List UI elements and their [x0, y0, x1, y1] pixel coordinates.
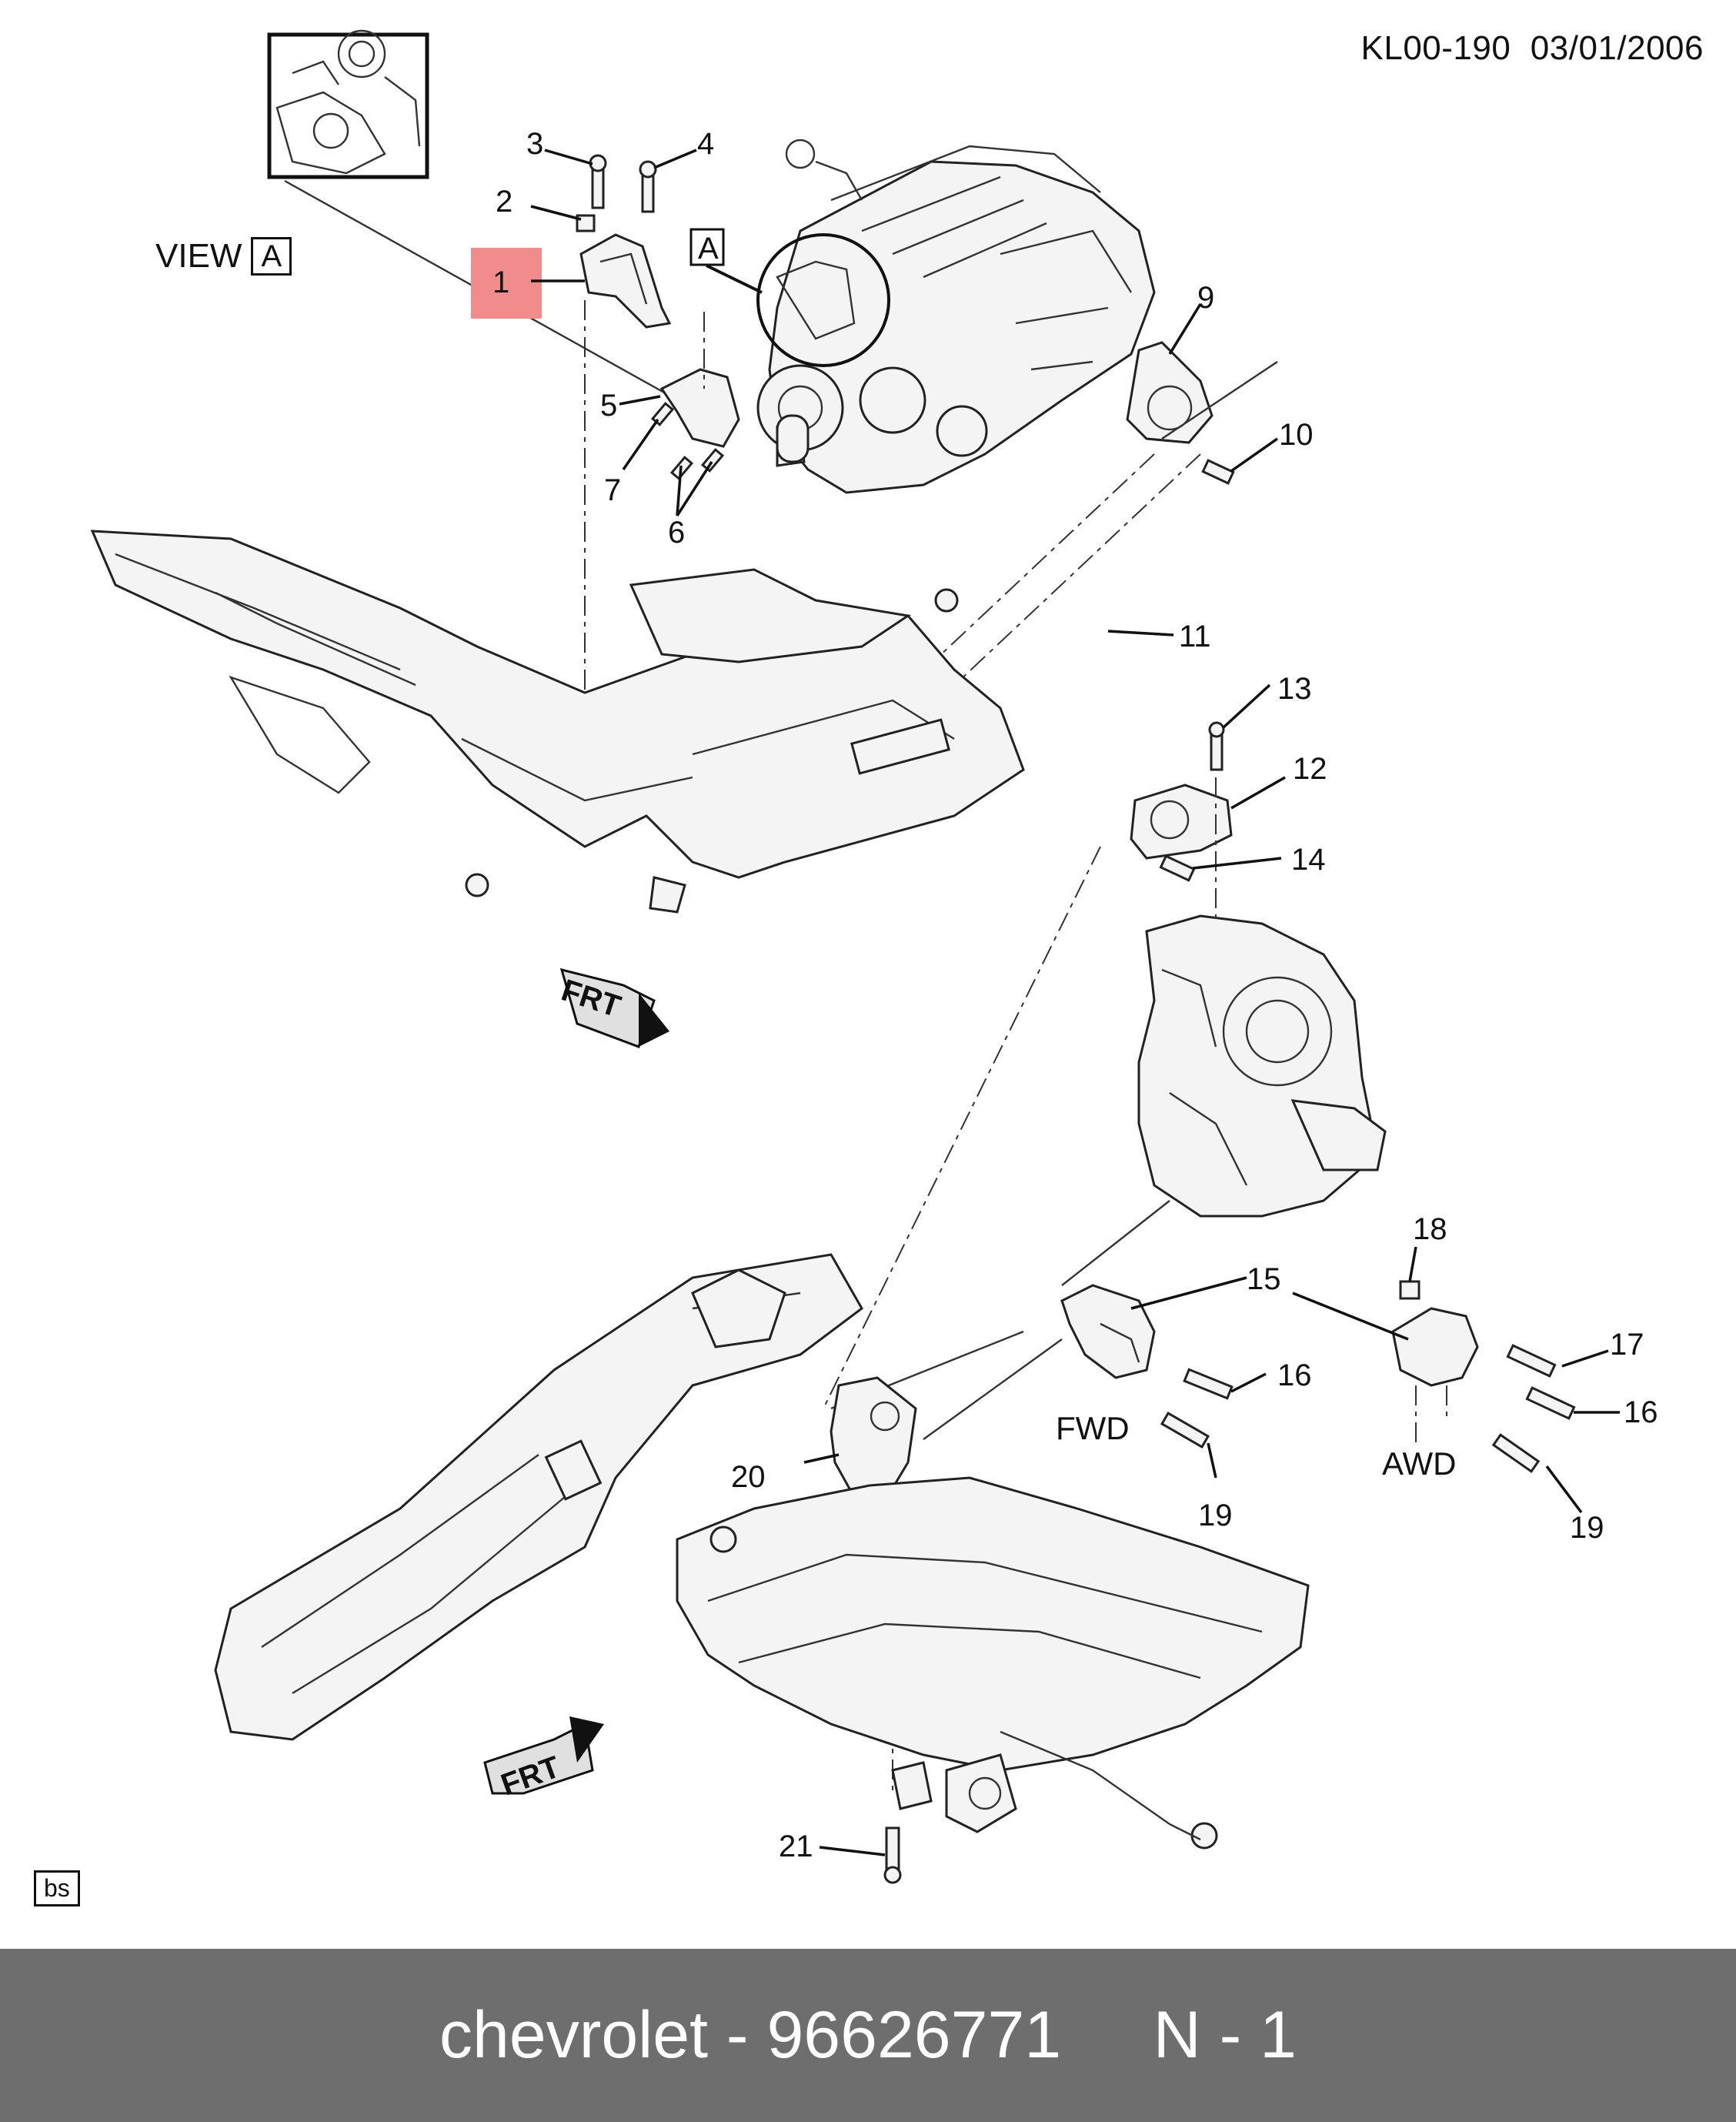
callout-14: 14	[1291, 843, 1326, 877]
variant-fwd: FWD	[1056, 1410, 1130, 1446]
nut-2	[576, 214, 596, 232]
callout-6: 6	[668, 516, 685, 550]
front-marker-top-text: FRT	[557, 973, 625, 1024]
callout-16-fwd: 16	[1277, 1358, 1312, 1392]
callout-9: 9	[1197, 281, 1214, 315]
callout-21: 21	[779, 1830, 813, 1863]
part-9-mount	[1126, 341, 1214, 444]
callout-17: 17	[1610, 1328, 1644, 1362]
variant-awd: AWD	[1382, 1445, 1457, 1482]
view-a-inset	[267, 29, 429, 179]
part-5-bracket	[659, 368, 740, 448]
view-label-ref: A	[251, 237, 292, 276]
highlight-box	[471, 248, 542, 319]
footer-part-number: 96626771	[766, 1998, 1062, 2072]
callout-4: 4	[697, 127, 714, 161]
upper-frame	[90, 530, 1025, 914]
footer-separator: -	[726, 1998, 749, 2072]
engine-assembly	[756, 139, 1156, 494]
transmission	[1137, 914, 1387, 1218]
footer-position: N - 1	[1153, 1998, 1297, 2072]
front-marker-top: FRT	[557, 967, 669, 1048]
part-15-awd-mount	[1391, 1307, 1479, 1387]
callout-1: 1	[492, 266, 509, 299]
callout-2: 2	[496, 185, 512, 219]
lower-left-frame	[214, 1253, 863, 1741]
footer-text: chevrolet - 96626771 N - 1	[439, 1997, 1297, 2074]
parts-diagram: A FRT	[90, 29, 1658, 1884]
callout-19-awd: 19	[1570, 1511, 1604, 1545]
callout-7: 7	[604, 473, 621, 507]
callout-20: 20	[731, 1460, 766, 1494]
callout-16-awd: 16	[1624, 1395, 1658, 1429]
view-a-tag: A	[689, 228, 725, 266]
footer-bar: chevrolet - 96626771 N - 1	[0, 1949, 1736, 2122]
callout-5: 5	[600, 389, 617, 423]
callout-10: 10	[1279, 418, 1314, 452]
drawing-date: 03/01/2006	[1530, 29, 1704, 67]
front-marker-bottom: FRT	[483, 1716, 604, 1803]
leader-lines	[530, 149, 1620, 1856]
part-15-fwd-mount	[1060, 1284, 1156, 1379]
callout-18: 18	[1413, 1212, 1447, 1246]
drawing-header: KL00-190 03/01/2006	[1361, 29, 1704, 68]
footer-brand: chevrolet	[439, 1998, 709, 2072]
callout-15: 15	[1247, 1262, 1281, 1296]
view-label: VIEW A	[155, 237, 292, 276]
callout-11: 11	[1179, 620, 1211, 653]
view-a-tag-text: A	[698, 232, 719, 266]
callout-3: 3	[526, 127, 543, 161]
corner-tag: bs	[34, 1870, 80, 1906]
callout-12: 12	[1293, 752, 1327, 786]
callout-13: 13	[1277, 672, 1312, 706]
lower-subframe	[676, 1476, 1310, 1850]
part-1-bracket	[579, 233, 672, 329]
drawing-code: KL00-190	[1360, 29, 1511, 67]
callout-19-fwd: 19	[1198, 1499, 1233, 1532]
view-label-text: VIEW	[155, 237, 242, 275]
